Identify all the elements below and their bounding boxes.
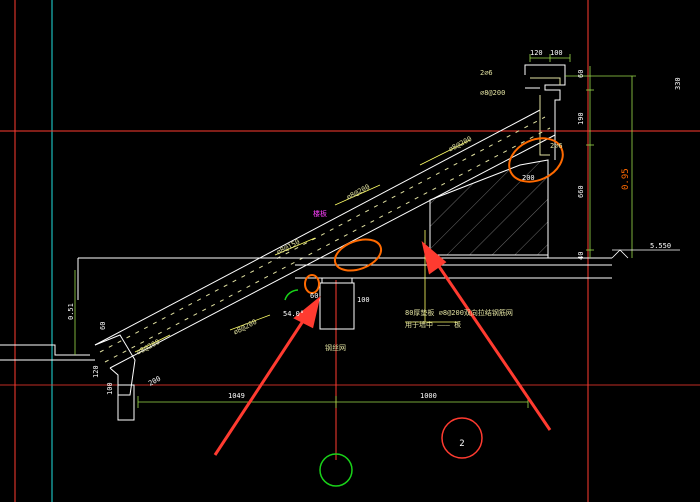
floor-slab — [77, 160, 612, 300]
parapet-rebar-2 — [539, 95, 550, 156]
left-slab-top — [0, 344, 90, 356]
dimensions — [74, 54, 636, 408]
left-end-block — [94, 334, 136, 396]
dim-40: 40 — [577, 252, 585, 260]
left-dim-60: 60 — [99, 322, 107, 330]
left-dim-051: 0.51 — [67, 303, 75, 320]
slab-rebar-2: ⌀8@200 — [345, 183, 371, 202]
slab-rebar-1: ⌀8@200 — [447, 135, 473, 154]
dim-200-top: 200 — [522, 174, 535, 182]
slab-rebar-line — [99, 116, 546, 353]
left-footing — [117, 384, 135, 421]
support-label: 钢丝网 — [325, 343, 346, 352]
top-dim-2: 100 — [550, 49, 563, 57]
detail-circle — [441, 417, 483, 459]
tilted-dim: 2⌀6 — [550, 142, 563, 150]
dim-660: 660 — [577, 185, 585, 198]
parapet-rebar — [530, 77, 561, 85]
note-line-1: 80厚垫板 ⌀8@200双向拉结钢筋网 — [405, 308, 513, 317]
parapet-outline — [524, 64, 566, 160]
elevation-marker — [611, 249, 680, 259]
slab-top-edge — [94, 109, 541, 346]
red-arrow-right-head — [421, 240, 447, 275]
sloped-slab — [94, 109, 556, 369]
highlight-marks — [304, 137, 564, 294]
red-arrow-left-head — [293, 296, 321, 329]
text-labels: 120 100 330 60 190 660 40 0.95 5.550 2⌀6… — [67, 49, 682, 449]
angle-label: 54.0° — [283, 310, 304, 318]
column-dim-100: 100 — [357, 296, 370, 304]
column-dim-60: 60 — [310, 292, 318, 300]
top-dim-1: 120 — [530, 49, 543, 57]
left-dim-200: 200 — [147, 375, 162, 388]
elevation-label: 5.550 — [650, 242, 671, 250]
detail-number: 2 — [459, 439, 464, 449]
grid-axis-bubble — [319, 453, 353, 487]
slab-bottom-edge — [109, 134, 556, 369]
slab-rebar-4: ⌀8@200 — [232, 318, 258, 337]
highlight-ellipse-mid — [333, 238, 383, 272]
highlight-ellipse-small — [304, 274, 320, 294]
right-total-dim: 330 — [674, 77, 682, 90]
leader-4 — [229, 314, 271, 331]
column-rect — [319, 282, 355, 330]
parapet-stirrup-label: ⌀8@200 — [480, 89, 505, 97]
red-arrow-right-shaft — [434, 261, 552, 431]
dim-60: 60 — [577, 70, 585, 78]
red-arrows — [213, 240, 552, 456]
highlight-ellipse-top — [508, 137, 564, 183]
slab-rebar-5: ⌀8@200 — [135, 338, 161, 357]
red-arrow-left-shaft — [213, 317, 307, 456]
support-column — [319, 278, 355, 330]
small-label: 楼板 — [313, 209, 327, 218]
leader-1 — [419, 139, 471, 166]
left-dim-100: 100 — [106, 382, 114, 395]
parapet — [524, 64, 566, 160]
leader-3 — [274, 237, 316, 256]
slab-rebar-line-2 — [104, 127, 551, 363]
leader-2 — [334, 184, 381, 206]
dim-190: 190 — [577, 112, 585, 125]
elevation-triangle — [611, 249, 629, 259]
bottom-dim-1: 1049 — [228, 392, 245, 400]
left-bottom-detail — [0, 334, 136, 421]
parapet-bar-label: 2⌀6 — [480, 69, 493, 77]
note-line-2: 用于墙中 ——— 板 — [405, 320, 461, 329]
bottom-dim-2: 1000 — [420, 392, 437, 400]
leader-5 — [134, 334, 171, 353]
angle-arc — [284, 289, 299, 301]
left-dim-120: 120 — [92, 365, 100, 378]
height-label: 0.95 — [621, 168, 631, 190]
